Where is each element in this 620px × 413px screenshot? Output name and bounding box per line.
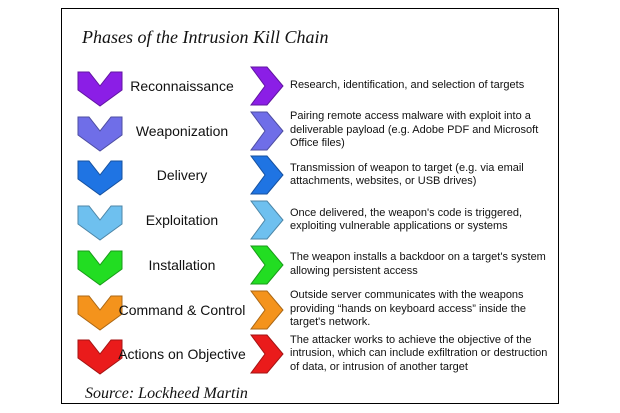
chevron-down-icon (77, 71, 123, 107)
chevron-down-icon (77, 295, 123, 331)
chevron-right-icon (250, 245, 284, 285)
phase-description-text: Outside server communicates with the wea… (290, 289, 527, 329)
phase-description: Outside server communicates with the wea… (290, 288, 552, 332)
chevron-down-icon (77, 205, 123, 241)
phase-name: Command & Control (118, 301, 246, 318)
phase-description: Pairing remote access malware with explo… (290, 109, 552, 153)
phase-name: Actions on Objective (118, 346, 246, 363)
phase-description: Research, identification, and selection … (290, 64, 552, 108)
chevron-right-icon (250, 66, 284, 106)
phase-row: Installation The weapon installs a backdo… (0, 243, 620, 287)
phase-description-text: The weapon installs a backdoor on a targ… (290, 251, 546, 277)
phase-name: Exploitation (145, 212, 219, 229)
phase-description: The weapon installs a backdoor on a targ… (290, 243, 552, 287)
phase-description: The attacker works to achieve the object… (290, 332, 552, 376)
phase-description: Once delivered, the weapon's code is tri… (290, 198, 552, 242)
source-caption: Source: Lockheed Martin (85, 385, 248, 402)
phase-description: Transmission of weapon to target (e.g. v… (290, 153, 552, 197)
phase-description-text: Pairing remote access malware with explo… (290, 110, 539, 150)
phase-row: Command & Control Outside server communic… (0, 288, 620, 332)
diagram-frame (61, 8, 559, 404)
chevron-right-icon (250, 290, 284, 329)
phase-description-text: Once delivered, the weapon's code is tri… (290, 206, 523, 233)
phase-name: Installation (148, 256, 216, 273)
phase-name: Reconnaissance (130, 78, 234, 94)
chevron-down-icon (77, 250, 123, 286)
phase-row: Delivery Transmission of weapon to target… (0, 153, 620, 197)
diagram-title: Phases of the Intrusion Kill Chain (82, 27, 329, 47)
phase-row: Reconnaissance Research, identification, … (0, 64, 620, 108)
phase-name: Delivery (156, 167, 208, 184)
phase-description-text: Research, identification, and selection … (290, 79, 525, 92)
phase-description-text: Transmission of weapon to target (e.g. v… (290, 161, 524, 188)
phase-row: Exploitation Once delivered, the weapon's… (0, 198, 620, 242)
chevron-down-icon (77, 339, 123, 375)
phase-row: Weaponization Pairing remote access malwa… (0, 109, 620, 153)
chevron-down-icon (77, 116, 123, 152)
phase-name: Weaponization (135, 122, 229, 139)
chevron-right-icon (250, 200, 284, 240)
phase-row: Actions on Objective The attacker works t… (0, 332, 620, 376)
chevron-down-icon (77, 160, 123, 197)
chevron-right-icon (250, 334, 284, 374)
phase-description-text: The attacker works to achieve the object… (290, 333, 548, 373)
chevron-right-icon (250, 155, 284, 195)
chevron-right-icon (250, 111, 284, 151)
